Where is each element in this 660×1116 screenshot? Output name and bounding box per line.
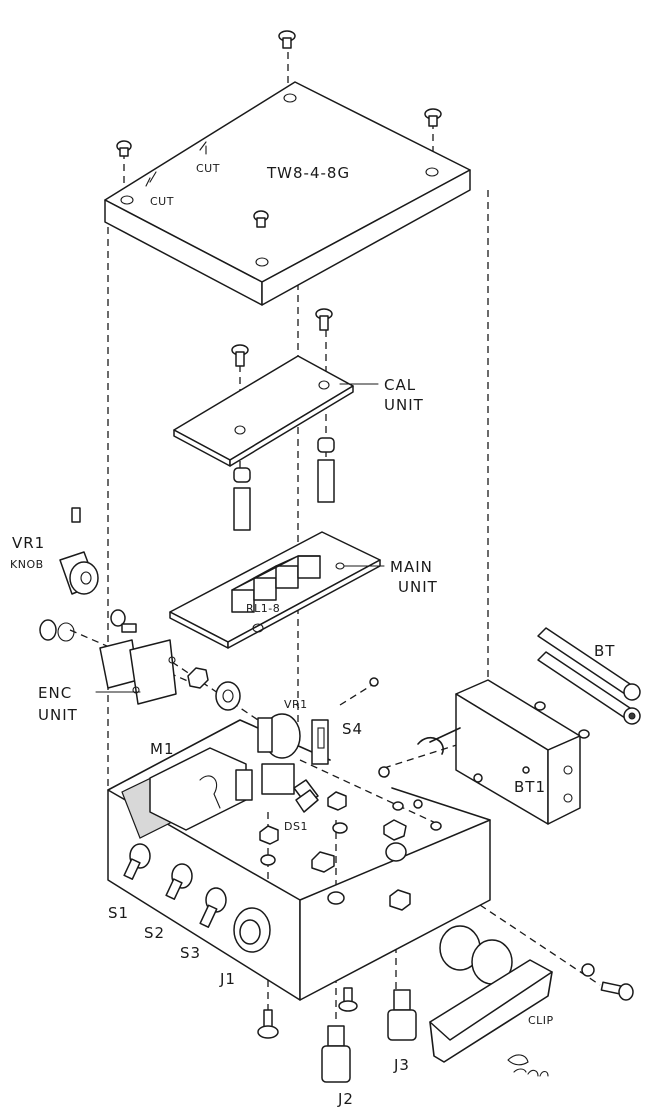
nuts-and-washers: [259, 766, 530, 911]
screw-icon: [315, 308, 333, 331]
s3-label: S3: [180, 944, 201, 962]
main-unit-board: RL1-8 MAIN UNIT: [169, 531, 438, 649]
relay-block: [231, 555, 321, 613]
main-unit-label-2: UNIT: [398, 578, 438, 596]
enc-unit-label-2: UNIT: [38, 706, 78, 724]
m1-label: M1: [150, 740, 175, 758]
clip-label: CLIP: [528, 1014, 554, 1027]
switch-s4: S4: [311, 677, 379, 765]
screw-icon: [278, 30, 296, 49]
battery-holder-bt1: BT1: [417, 679, 590, 825]
cut-label-2: CUT: [150, 195, 174, 208]
screw-icon: [600, 981, 634, 1001]
j1-label: J1: [219, 970, 236, 988]
cal-unit-board: CAL UNIT: [173, 355, 424, 467]
signature-mark: [507, 1054, 549, 1077]
enc-unit-label-1: ENC: [38, 684, 72, 702]
screw-icon: [257, 1009, 279, 1039]
led-ds1: DS1: [284, 789, 319, 833]
binding-post-j3: J3: [387, 989, 417, 1074]
binding-post-j2: J2: [321, 1025, 354, 1108]
ds1-label: DS1: [284, 820, 308, 833]
cal-unit-label-1: CAL: [384, 376, 416, 394]
cal-screws: [231, 308, 333, 367]
bt1-label: BT1: [514, 778, 546, 796]
bottom-screws: [257, 987, 358, 1039]
standoffs: [233, 437, 335, 531]
screw-icon: [231, 344, 249, 367]
vr1-label: VR1: [284, 698, 308, 711]
s1-label: S1: [108, 904, 129, 922]
main-unit-label-1: MAIN: [390, 558, 433, 576]
bt-label: BT: [594, 642, 615, 660]
mounting-clip: CLIP: [429, 925, 634, 1063]
top-cover: TW8-4-8G CUT CUT: [104, 81, 471, 306]
vr1-knob-label-2: KNOB: [10, 558, 44, 571]
s4-label: S4: [342, 720, 363, 738]
relay-label: RL1-8: [246, 602, 280, 615]
screw-icon: [253, 210, 269, 228]
enc-unit: ENC UNIT: [38, 609, 241, 724]
vr1-knob: VR1 KNOB: [10, 507, 99, 595]
screw-icon: [424, 108, 442, 127]
connector-j1: [233, 907, 271, 953]
top-cover-label: TW8-4-8G: [266, 164, 350, 182]
vr1-knob-label-1: VR1: [12, 534, 45, 552]
screw-icon: [116, 140, 132, 157]
screw-icon: [338, 987, 358, 1012]
toggle-switch-s2: [165, 863, 193, 900]
cover-screws: [116, 30, 442, 228]
j2-label: J2: [337, 1090, 354, 1108]
cut-label-1: CUT: [196, 162, 220, 175]
toggle-switch-s1: [123, 843, 151, 880]
toggle-switch-s3: [199, 887, 227, 928]
j3-label: J3: [393, 1056, 410, 1074]
s2-label: S2: [144, 924, 165, 942]
battery-bt: BT: [537, 627, 641, 725]
chassis-box: M1 S1 S2 S3 J1: [107, 719, 491, 1001]
cal-unit-label-2: UNIT: [384, 396, 424, 414]
